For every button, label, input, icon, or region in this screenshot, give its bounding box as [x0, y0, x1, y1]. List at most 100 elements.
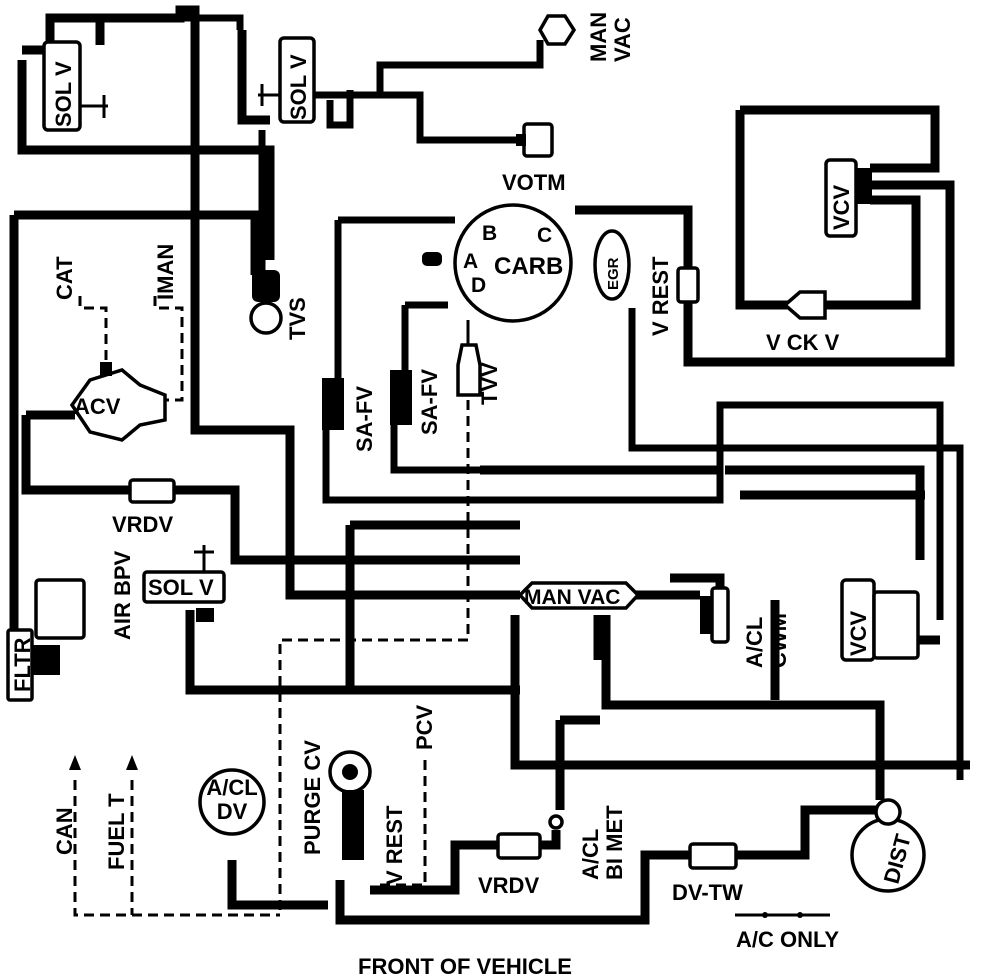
label-line: CWM [766, 613, 791, 668]
vrdv-left-label: VRDV [112, 512, 173, 537]
tvv: TVV [456, 320, 502, 405]
dash-tvv-purge [278, 400, 470, 910]
distributor: DIST [850, 798, 926, 893]
air-bpv-label: AIR BPV [110, 550, 135, 640]
label-line: MAN [586, 12, 611, 62]
vcv-right-label: VCV [846, 610, 871, 656]
label-line: VAC [610, 17, 635, 62]
a-cl-cwm: A/CLCWM [700, 586, 791, 668]
hose-vrest-vck-loop [683, 180, 955, 367]
vrdv-bottom: VRDV [478, 832, 542, 898]
vcv-top: VCV [824, 158, 872, 238]
label-line: DV [217, 799, 248, 824]
air-bpv: AIR BPV [30, 550, 135, 675]
sol-v-3: SOL V [142, 545, 226, 622]
man-vac-mid-label: MAN VAC [524, 586, 620, 609]
acv-label: ACV [74, 394, 121, 419]
carb-port-a: A [463, 250, 478, 273]
sol-v-3-label: SOL V [148, 575, 214, 600]
hose-acldv-down [227, 860, 328, 910]
fltr-label: FLTR [10, 637, 35, 692]
can-label: CAN [52, 807, 77, 855]
tvs-label: TVS [285, 297, 310, 340]
a-cl-cwm-label: A/CLCWM [742, 613, 791, 668]
hose-top-link [180, 14, 244, 30]
hose-top-man-vac [376, 40, 544, 95]
carb-port-c: C [537, 224, 552, 247]
sol-v-1-label: SOL V [51, 61, 76, 127]
vcv-right: VCV [840, 578, 920, 662]
acv: ACV [69, 362, 167, 442]
vcv-top-label: VCV [829, 184, 854, 230]
votm: VOTM [502, 122, 566, 195]
sa-fv-1: SA-FV [322, 378, 377, 452]
hose-solv1-to-tvs [17, 60, 275, 260]
v-ck-v: V CK V [766, 290, 840, 355]
hose-egr-down [628, 308, 964, 780]
v-rest-top: V REST [648, 256, 700, 336]
dash-pcv [380, 760, 427, 887]
pcv-label: PCV [412, 704, 437, 750]
a-cl-cwm-text: A/CLCWM [742, 613, 791, 668]
sol-v-1: SOL V [42, 40, 108, 132]
label-line: A/CL [742, 617, 767, 668]
hose-manvac-down [510, 615, 970, 770]
hose-bottom-main [335, 850, 690, 925]
dash-cat-acv [78, 296, 108, 360]
dv-tw-label: DV-TW [672, 880, 743, 905]
label-line: A/CL [578, 829, 603, 880]
label-line: A/CL [206, 775, 257, 800]
carb-port-d: D [471, 274, 486, 297]
hose-solv2-loop [326, 90, 354, 129]
hose-vcv-top-loop [740, 105, 940, 173]
hose-vrdv-bottom-out [540, 830, 561, 850]
man-vac-mid: MAN VAC [517, 581, 641, 610]
can-fuel-t: CAN FUEL T [52, 755, 138, 870]
hose-dvtw-to-dist [735, 805, 880, 860]
cat-label: CAT [52, 256, 77, 300]
vrdv-bottom-label: VRDV [478, 873, 539, 898]
v-rest-bottom-label: V REST [382, 805, 407, 885]
hose-acv-to-vrdv [21, 415, 130, 495]
purge-cv-valve [328, 750, 372, 860]
man-vac-top-label-1: MANVAC [586, 12, 635, 62]
hose-votm-link [400, 91, 520, 144]
fuel-t-label: FUEL T [104, 793, 129, 870]
label-line: BI MET [602, 805, 627, 880]
man-vac-top: MANVAC [537, 12, 635, 62]
a-c-only-label: A/C ONLY [736, 927, 839, 952]
a-c-only-legend: A/C ONLY [735, 912, 839, 952]
dashed-lines [73, 296, 470, 917]
purge-cv-label: PURGE CV [300, 740, 325, 855]
iman-label: IMAN [153, 244, 178, 300]
fltr: FLTR [6, 628, 35, 702]
hose-left-top-run [14, 210, 260, 275]
egr-label: EGR [605, 257, 622, 290]
hose-vrdv-to-manvac [175, 485, 520, 565]
votm-label: VOTM [502, 170, 566, 195]
egr-valve: EGR [593, 229, 631, 301]
vrdv-left: VRDV [112, 478, 176, 537]
carb-port-b: B [482, 222, 497, 245]
carburetor: CARB B C A D [422, 203, 573, 323]
a-cl-bi-met-label: A/CLBI MET [578, 805, 627, 880]
hose-vrdv-bottom-in [370, 840, 500, 895]
hose-solv1-to-manvac [22, 5, 520, 600]
hose-tvs-top [237, 30, 270, 125]
tvs: TVS [249, 270, 310, 340]
sa-fv-2-label: SA-FV [417, 369, 442, 435]
v-rest-top-label: V REST [648, 256, 673, 336]
a-cl-bi-met: A/CLBI MET [548, 805, 627, 880]
carb-label: CARB [494, 253, 563, 280]
dv-tw: DV-TW [672, 842, 743, 905]
dash-iman-acv [153, 296, 184, 402]
sol-v-2: SOL V [258, 36, 316, 124]
man-vac-top-text: MANVAC [586, 12, 635, 62]
sa-fv-1-label: SA-FV [352, 386, 377, 452]
hose-vckv-left [735, 110, 790, 310]
